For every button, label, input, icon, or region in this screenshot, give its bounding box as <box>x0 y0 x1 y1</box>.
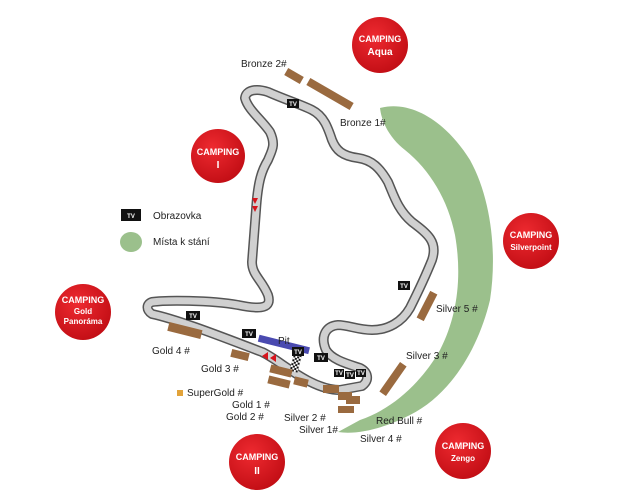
svg-text:TV: TV <box>189 314 197 320</box>
start-finish-line <box>289 351 303 373</box>
stand-silver4 <box>338 406 354 413</box>
svg-text:CAMPING: CAMPING <box>359 34 402 44</box>
svg-text:TV: TV <box>294 350 302 356</box>
svg-text:TV: TV <box>289 102 297 108</box>
svg-text:Silverpoint: Silverpoint <box>510 243 552 252</box>
camping-two: CAMPING II <box>229 434 285 490</box>
camping-aqua: CAMPING Aqua <box>352 17 408 73</box>
svg-text:Zengo: Zengo <box>451 454 475 463</box>
label-silver2: Silver 2 # <box>284 413 326 424</box>
tv-screens: TV TV TV TV TV TV TV TV TV <box>186 99 410 379</box>
tv-screen: TV <box>287 99 299 108</box>
svg-text:TV: TV <box>335 371 343 377</box>
supergold-marker-icon <box>177 390 183 396</box>
svg-text:CAMPING: CAMPING <box>197 147 240 157</box>
label-gold3: Gold 3 # <box>201 364 239 375</box>
stand-bronze1 <box>306 78 354 110</box>
stand-gold-row3 <box>293 376 309 388</box>
svg-text:II: II <box>254 466 260 477</box>
svg-text:CAMPING: CAMPING <box>236 452 279 462</box>
stand-silver1 <box>338 392 352 400</box>
legend-tv-label: Obrazovka <box>153 211 202 222</box>
legend-standing-swatch <box>120 232 142 252</box>
race-track <box>142 85 439 395</box>
legend-tv-icon <box>121 209 141 221</box>
svg-text:Aqua: Aqua <box>368 47 393 58</box>
label-bronze2: Bronze 2# <box>241 59 287 70</box>
label-redbull: Red Bull # <box>376 416 423 427</box>
label-silver3: Silver 3 # <box>406 351 448 362</box>
stand-gold-row2 <box>267 375 291 389</box>
camping-gold-panorama: CAMPING Gold Panoráma <box>55 284 111 340</box>
stand-gold4 <box>167 322 203 339</box>
svg-text:TV: TV <box>400 284 408 290</box>
stand-silver3 <box>379 361 407 397</box>
svg-text:TV: TV <box>127 214 135 220</box>
tv-screen: TV <box>345 371 355 379</box>
stand-redbull <box>346 396 360 404</box>
direction-arrows <box>252 198 276 362</box>
stand-bronze2 <box>284 68 304 84</box>
stand-silver5 <box>416 290 438 322</box>
label-supergold: SuperGold # <box>187 388 244 399</box>
camping-one: CAMPING I <box>191 129 245 183</box>
svg-text:CAMPING: CAMPING <box>442 441 485 451</box>
label-silver4: Silver 4 # <box>360 434 402 445</box>
label-gold4: Gold 4 # <box>152 346 190 357</box>
svg-text:TV: TV <box>357 371 365 377</box>
label-bronze1: Bronze 1# <box>340 118 386 129</box>
stand-labels: Bronze 2# Bronze 1# Silver 5 # Silver 3 … <box>152 59 478 445</box>
stand-gold3 <box>230 348 250 362</box>
label-gold2: Gold 2 # <box>226 412 264 423</box>
label-pit: Pit <box>278 336 290 347</box>
svg-text:Panoráma: Panoráma <box>64 317 103 326</box>
svg-text:TV: TV <box>346 373 354 379</box>
label-silver5: Silver 5 # <box>436 304 478 315</box>
stand-silver2 <box>323 385 339 393</box>
stand-gold-row1 <box>269 364 293 378</box>
standing-area <box>338 106 493 433</box>
legend: TV Obrazovka Místa k stání <box>120 209 210 252</box>
svg-text:CAMPING: CAMPING <box>510 230 553 240</box>
svg-text:TV: TV <box>317 356 325 362</box>
svg-text:CAMPING: CAMPING <box>62 295 105 305</box>
tv-screen: TV <box>292 347 304 356</box>
tv-screen: TV <box>356 369 366 377</box>
svg-text:Gold: Gold <box>74 307 92 316</box>
tv-screen: TV <box>186 311 200 320</box>
grandstands <box>167 68 438 413</box>
svg-text:TV: TV <box>245 332 253 338</box>
svg-text:I: I <box>217 160 220 171</box>
tv-screen: TV <box>334 369 344 377</box>
tv-screen: TV <box>242 329 256 338</box>
legend-standing-label: Místa k stání <box>153 237 210 248</box>
camping-silverpoint: CAMPING Silverpoint <box>503 213 559 269</box>
label-gold1: Gold 1 # <box>232 400 270 411</box>
camping-zengo: CAMPING Zengo <box>435 423 491 479</box>
tv-screen: TV <box>314 353 328 362</box>
tv-screen: TV <box>398 281 410 290</box>
label-silver1: Silver 1# <box>299 425 338 436</box>
